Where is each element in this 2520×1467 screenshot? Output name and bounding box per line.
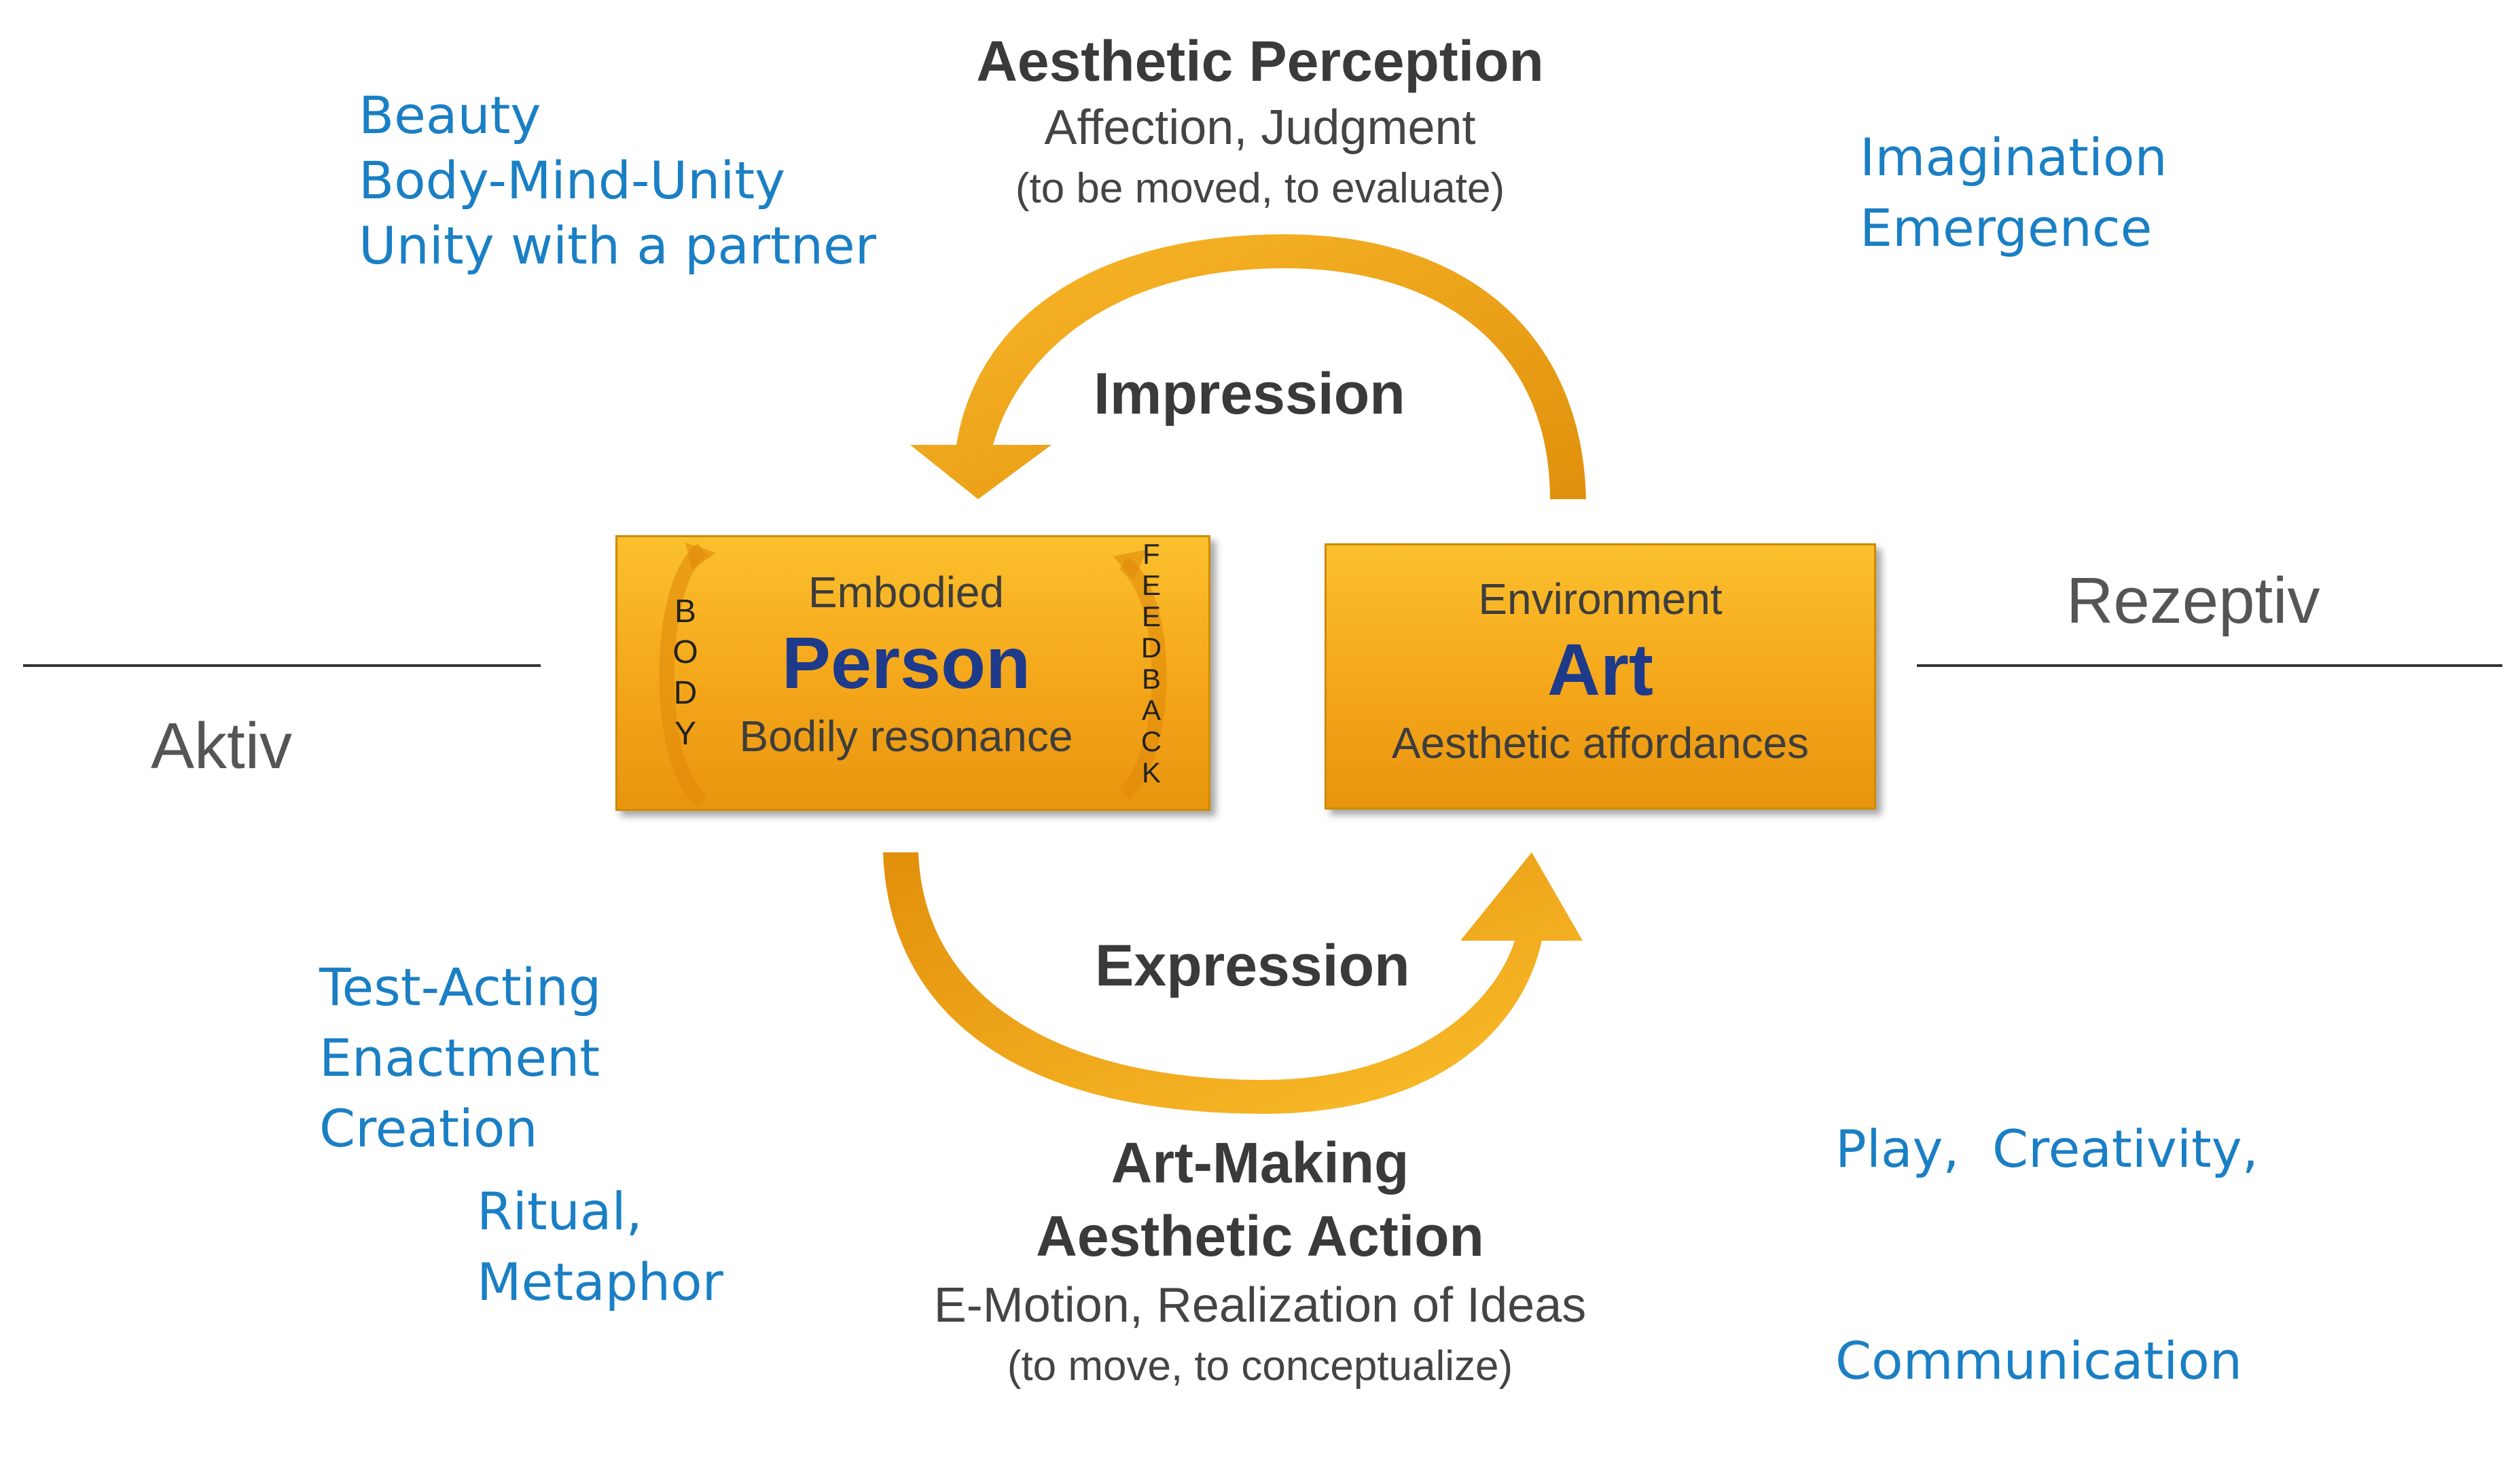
list-item: Test-Acting: [319, 957, 602, 1017]
blue-list-top-right: Imagination Emergence: [1860, 122, 2167, 264]
bottom-line1: E-Motion, Realization of Ideas: [933, 1278, 1587, 1333]
person-title: Person: [781, 621, 1031, 704]
list-item: Communication: [1835, 1330, 2243, 1391]
blue-list-bottom-left-2: Ritual, Metaphor: [477, 1176, 723, 1318]
expression-label: Expression: [1095, 933, 1410, 998]
cycle-arrows: [883, 234, 1586, 1114]
top-label: Aesthetic Perception Affection, Judgment…: [883, 27, 1637, 217]
person-box: B O D Y F E E D B A C K Embodied Person …: [615, 535, 1210, 811]
list-item: Metaphor: [477, 1252, 723, 1312]
impression-arrow: [910, 234, 1586, 499]
art-title: Art: [1547, 628, 1653, 710]
body-vertical-label: B O D Y: [672, 594, 698, 752]
list-item: Imagination: [1860, 127, 2167, 187]
feedback-loop-arrow: [1113, 549, 1167, 800]
list-item: Beauty: [359, 85, 541, 145]
person-sub: Bodily resonance: [739, 712, 1073, 761]
axis-label-right: Rezeptiv: [2066, 564, 2320, 637]
axis-line-left: [23, 664, 541, 667]
blue-list-bottom-right: Play, Creativity, Communication: [1835, 973, 2258, 1467]
art-box: Environment Art Aesthetic affordances: [1325, 543, 1876, 810]
list-item: Creation: [319, 1098, 538, 1159]
blue-list-top-left: Beauty Body-Mind-Unity Unity with a part…: [359, 83, 876, 278]
person-small: Embodied: [808, 568, 1005, 617]
art-sub: Aesthetic affordances: [1391, 719, 1810, 767]
bottom-label: Art-Making Aesthetic Action E-Motion, Re…: [856, 1126, 1664, 1395]
expression-arrow: [883, 852, 1583, 1114]
list-item: Unity with a partner: [359, 215, 877, 276]
list-item: Ritual,: [477, 1181, 643, 1242]
axis-label-left: Aktiv: [151, 710, 293, 782]
top-line2: (to be moved, to evaluate): [1015, 165, 1505, 212]
top-title: Aesthetic Perception: [976, 29, 1544, 93]
bottom-title2: Aesthetic Action: [1036, 1204, 1484, 1268]
axis-line-right: [1917, 664, 2502, 667]
blue-list-bottom-left: Test-Acting Enactment Creation: [319, 952, 601, 1164]
bottom-title1: Art-Making: [1111, 1131, 1409, 1195]
list-item: Body-Mind-Unity: [359, 150, 786, 211]
art-text: Environment Art Aesthetic affordances: [1327, 571, 1874, 774]
feedback-vertical-label: F E E D B A C K: [1140, 538, 1162, 789]
impression-label: Impression: [1094, 361, 1405, 427]
body-loop-arrow: [659, 543, 716, 807]
top-line1: Affection, Judgment: [1044, 101, 1476, 155]
bottom-line2: (to move, to conceptualize): [1007, 1343, 1513, 1390]
person-text: Embodied Person Bodily resonance: [706, 564, 1106, 767]
list-item: Enactment: [319, 1028, 600, 1088]
art-small: Environment: [1478, 575, 1723, 623]
list-item: Emergence: [1860, 198, 2153, 258]
list-item: Play, Creativity,: [1835, 1119, 2258, 1179]
